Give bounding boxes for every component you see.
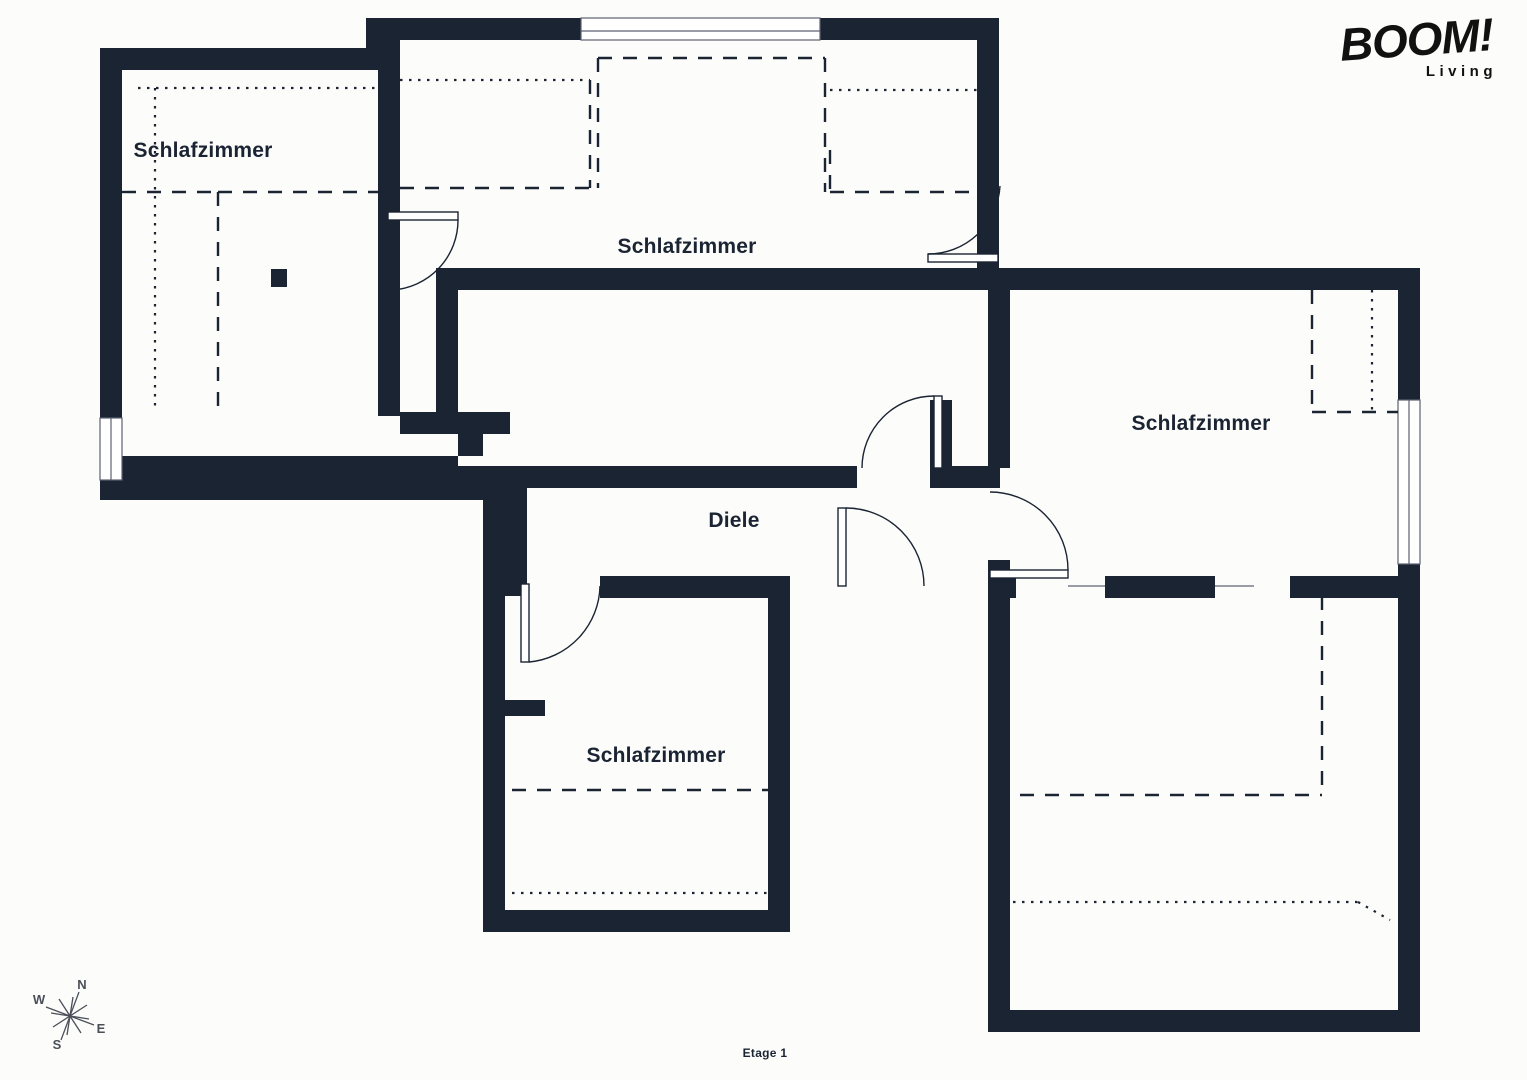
compass-ray-n [69, 991, 80, 1017]
room-label-bedroom-east: Schlafzimmer [1132, 412, 1271, 435]
compass-ray-s [60, 1015, 71, 1041]
window-north-top [580, 17, 821, 41]
wall-east-exterior-upper [1398, 268, 1420, 402]
window-group [99, 17, 1421, 595]
door-arc-nw [391, 219, 459, 291]
compass-label-north: N [77, 977, 86, 992]
door-leaf-hall-east [989, 569, 1069, 579]
wall-south-bedroom-west [483, 500, 505, 930]
compass-ray-s2 [66, 1015, 71, 1036]
wall-nw-interior-vertical [378, 268, 400, 416]
door-leaf-hall-north [933, 395, 943, 469]
brand-name: BOOM! [1338, 8, 1495, 71]
annotation-lines [122, 56, 1398, 921]
wall-nw-bottom [100, 478, 510, 500]
door-arc-north-east [927, 185, 1001, 255]
compass-label-east: E [97, 1021, 106, 1036]
compass-ray-sw [52, 1015, 71, 1028]
wall-west-exterior [100, 48, 122, 418]
wall-north-top-right [820, 18, 999, 40]
door-arc-hall-east [989, 491, 1069, 571]
wall-south-bedroom-east [768, 576, 790, 930]
wall-nw-lower-step [400, 412, 510, 434]
wall-south-bedroom-north [600, 576, 790, 598]
door-leaf-south [520, 583, 530, 663]
column-group [271, 268, 610, 288]
compass-ray-e [69, 1015, 95, 1026]
wall-center-horizontal-upper [505, 466, 857, 488]
brand-logo: BOOM! Living [1338, 8, 1497, 80]
compass-ray-e2 [69, 1015, 90, 1020]
compass-ray-nw [58, 998, 71, 1017]
dashline-nw-closet-box [216, 190, 378, 412]
door-hall-center[interactable] [837, 507, 925, 587]
dashline-north-right-closet [828, 150, 977, 194]
door-north-bedroom-east[interactable] [927, 185, 1001, 263]
door-leaf-north-east [927, 253, 999, 263]
wall-east-north [988, 268, 1420, 290]
compass-ray-se [69, 1015, 82, 1034]
wall-northwest-outer [100, 18, 999, 478]
wall-southeast-east [1398, 576, 1420, 1032]
sliding-door-east-south [1068, 578, 1254, 595]
door-group [387, 185, 1069, 663]
door-northwest-bedroom[interactable] [387, 211, 459, 291]
door-arc-hall-center [845, 507, 925, 587]
dashline-north-center-closet [596, 56, 825, 188]
wall-hall-south-left [483, 478, 527, 500]
door-hall-to-east[interactable] [989, 491, 1069, 579]
column-northwest-bedroom [271, 269, 287, 287]
dashline-north-left-closet [400, 80, 592, 190]
wall-south-bedroom-nib [505, 700, 545, 716]
wall-east-south-right [1290, 576, 1402, 598]
wall-east-interior-west-upper [988, 268, 1010, 468]
wall-northeast-exterior [977, 18, 999, 272]
wall-southeast-south [988, 1010, 1420, 1032]
compass-ray-n2 [69, 996, 74, 1017]
door-arc-hall-north [861, 395, 935, 469]
room-label-bedroom-north: Schlafzimmer [618, 235, 757, 258]
wall-structure [100, 18, 1420, 1032]
brand-tagline: Living [1426, 63, 1497, 80]
door-south-bedroom[interactable] [520, 583, 601, 663]
room-label-bedroom-south: Schlafzimmer [587, 744, 726, 767]
door-hall-to-north[interactable] [861, 395, 943, 469]
compass-ray-w [45, 1006, 71, 1017]
sliding-panel [1105, 578, 1215, 595]
compass-rays [45, 991, 95, 1041]
compass-ray-w2 [50, 1012, 71, 1017]
door-leaf-hall-center [837, 507, 847, 587]
wall-southeast-west [988, 576, 1010, 1032]
room-label-group: Schlafzimmer Schlafzimmer Schlafzimmer D… [134, 139, 1271, 767]
compass-rose: N E S W [33, 977, 106, 1052]
compass-label-south: S [53, 1037, 62, 1052]
wall-north-top-left [366, 18, 581, 40]
door-arc-south [528, 585, 601, 663]
room-label-bedroom-northwest: Schlafzimmer [134, 139, 273, 162]
compass-label-west: W [33, 992, 46, 1007]
dotline-southeast-angle [1357, 901, 1391, 921]
wall-column-nw-divider [378, 40, 400, 290]
compass-ray-ne [69, 1004, 88, 1017]
wall-south-bedroom-south [483, 910, 790, 932]
door-leaf-nw [387, 211, 459, 221]
floor-label: Etage 1 [743, 1046, 788, 1060]
column-north-bedroom [594, 268, 610, 288]
room-label-hallway: Diele [708, 509, 759, 532]
wall-north-left [100, 48, 388, 70]
